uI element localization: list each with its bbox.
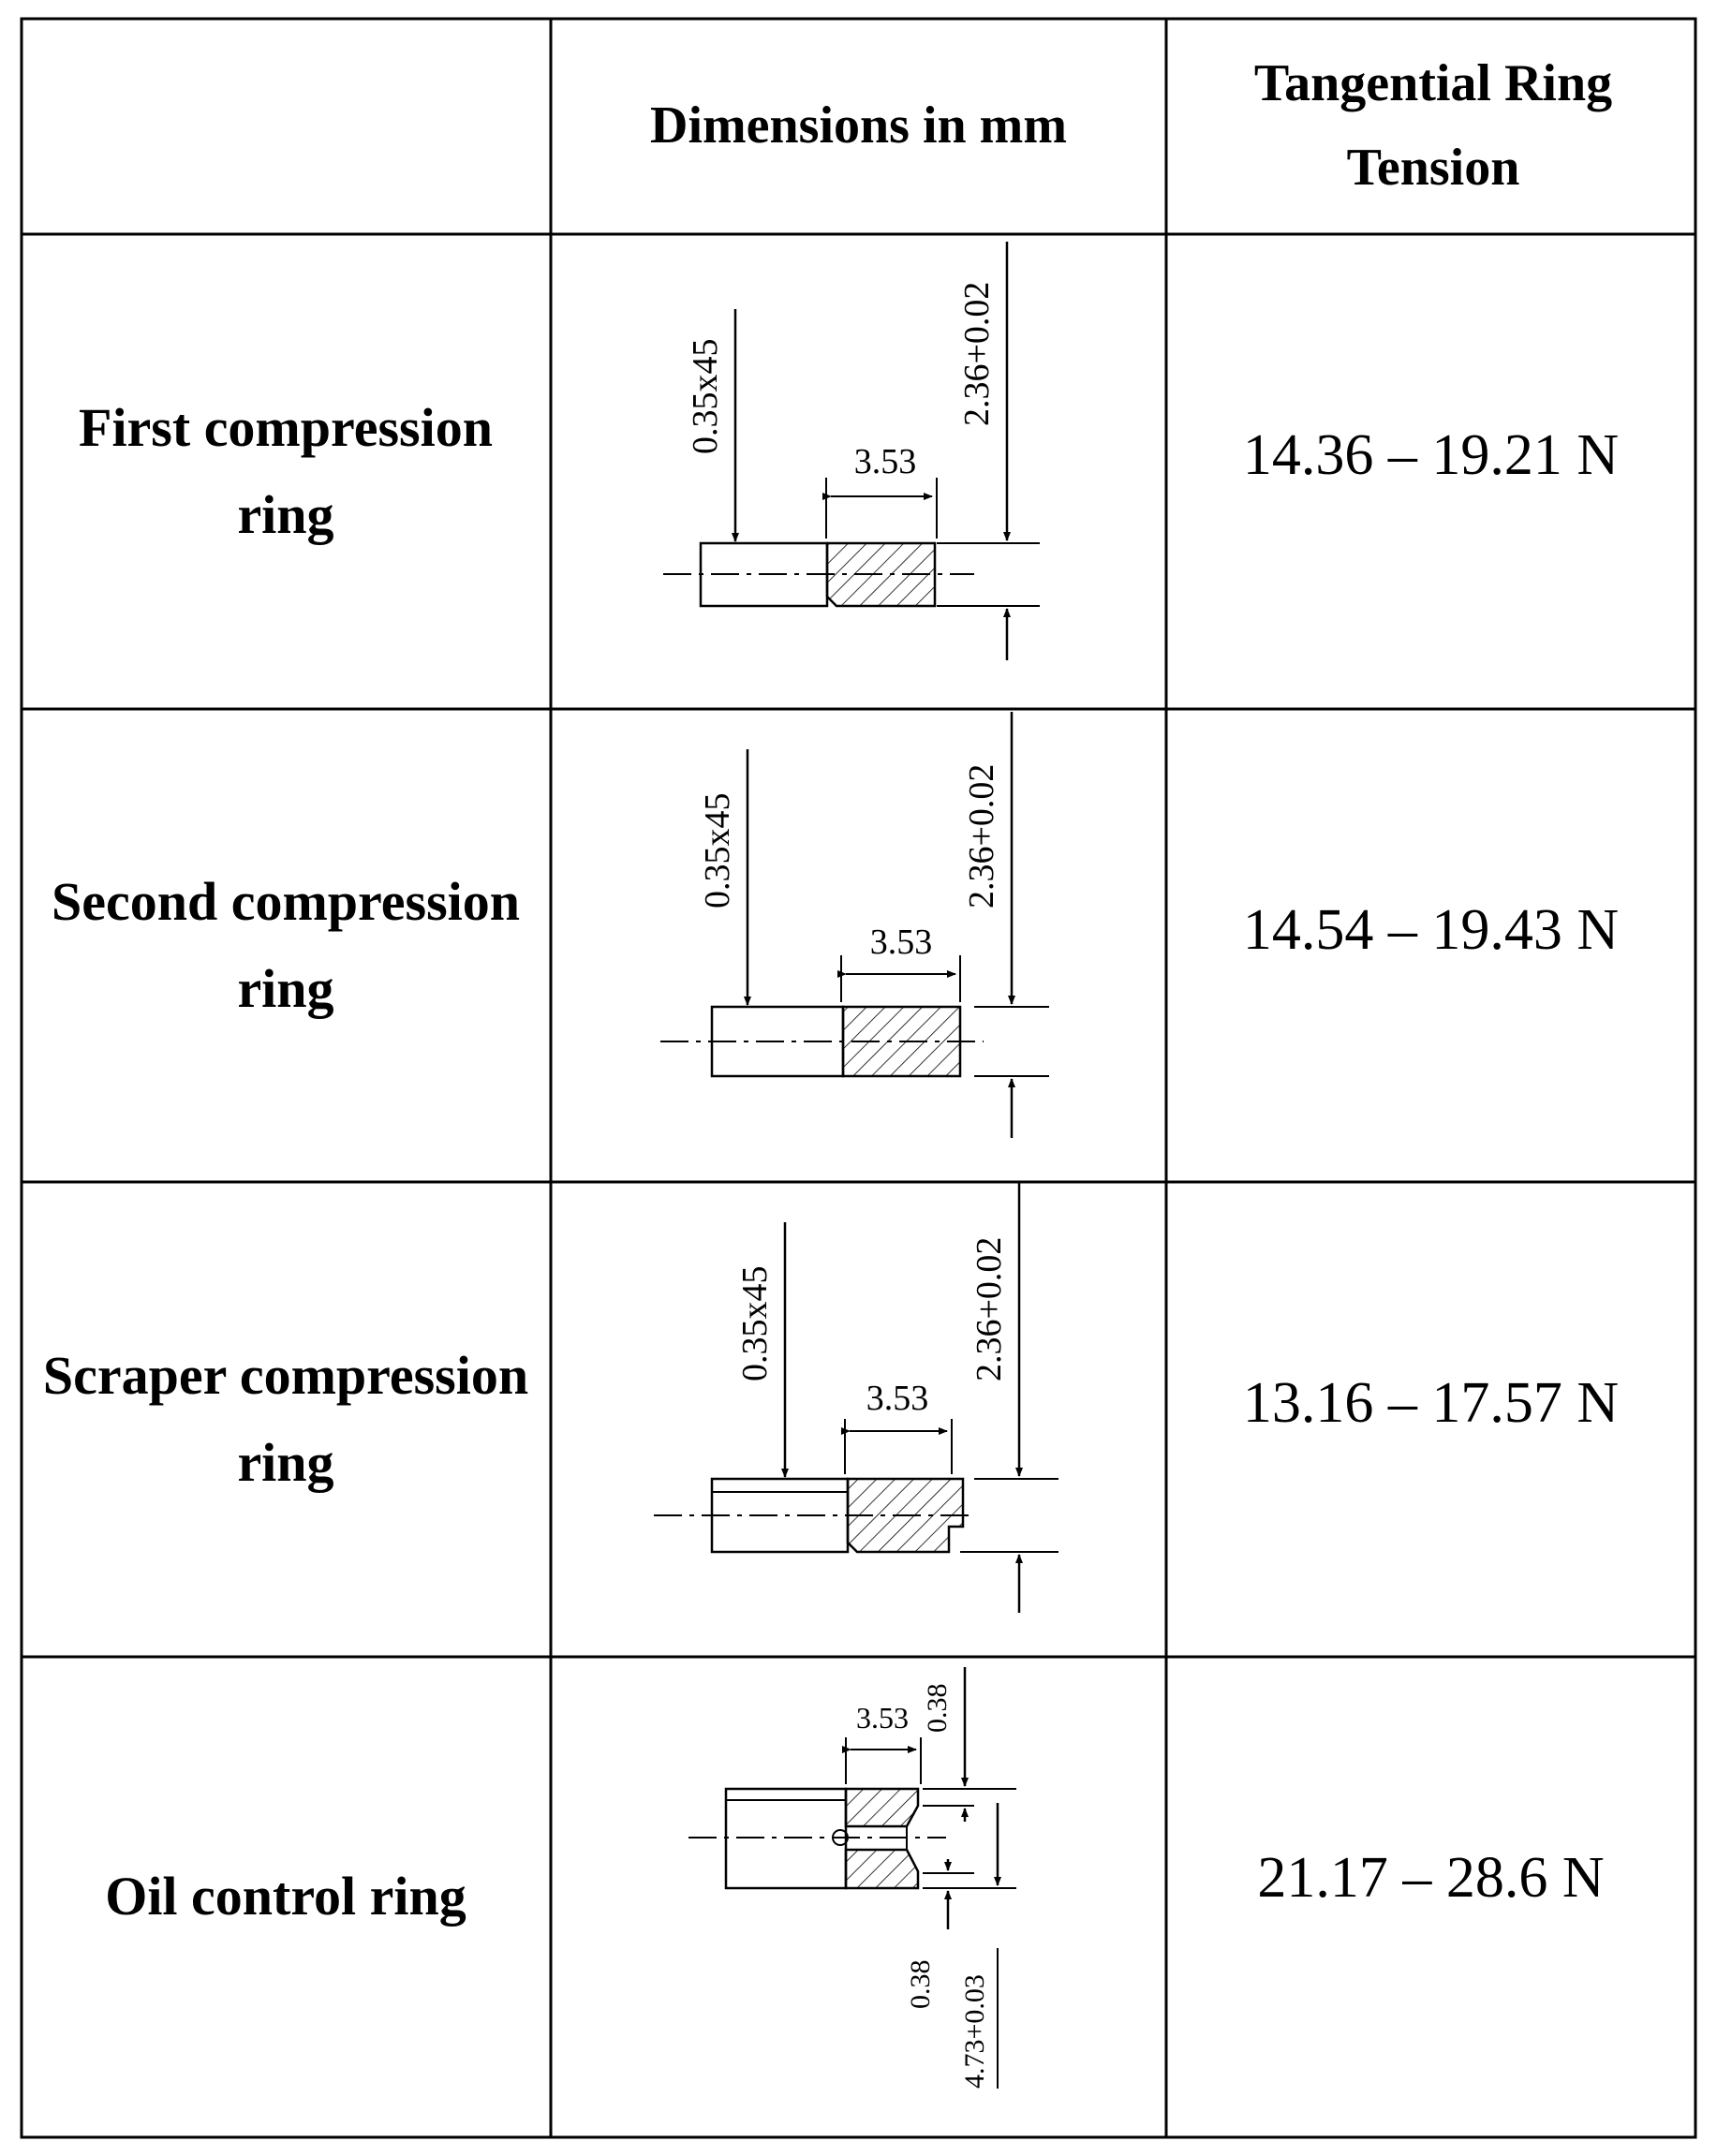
dim-width-first: 3.53 — [854, 442, 917, 481]
drawing-second-ring — [660, 712, 1049, 1138]
dim-groove-bottom-oil: 0.38 — [905, 1960, 936, 2010]
tension-second: 14.54 – 19.43 N — [1242, 898, 1620, 963]
drawing-oil-ring — [688, 1667, 1016, 2089]
row-label-scraper: Scraper compression ring — [42, 1344, 529, 1493]
dim-chamfer-second: 0.35x45 — [698, 793, 737, 909]
tension-oil: 21.17 – 28.6 N — [1257, 1846, 1605, 1911]
dim-height-first: 2.36+0.02 — [957, 282, 997, 426]
dim-chamfer-scraper: 0.35x45 — [735, 1266, 775, 1382]
header-dimensions: Dimensions in mm — [650, 96, 1067, 155]
dim-height-second: 2.36+0.02 — [962, 764, 1001, 908]
tension-first: 14.36 – 19.21 N — [1242, 423, 1620, 488]
row-label-oil: Oil control ring — [105, 1866, 466, 1927]
dim-width-oil: 3.53 — [856, 1701, 909, 1735]
header-tension: Tangential Ring Tension — [1253, 54, 1613, 197]
dim-chamfer-first: 0.35x45 — [686, 339, 725, 455]
dim-groove-top-oil: 0.38 — [922, 1684, 953, 1734]
row-label-first: First compression ring — [79, 396, 493, 545]
dim-width-scraper: 3.53 — [866, 1379, 929, 1418]
dim-height-oil: 4.73+0.03 — [959, 1974, 990, 2089]
row-label-second: Second compression ring — [51, 870, 521, 1019]
dim-height-scraper: 2.36+0.02 — [970, 1237, 1009, 1381]
drawing-first-ring — [663, 242, 1040, 660]
drawing-scraper-ring — [654, 1182, 1058, 1613]
dim-width-second: 3.53 — [870, 923, 933, 962]
tension-scraper: 13.16 – 17.57 N — [1242, 1371, 1620, 1436]
